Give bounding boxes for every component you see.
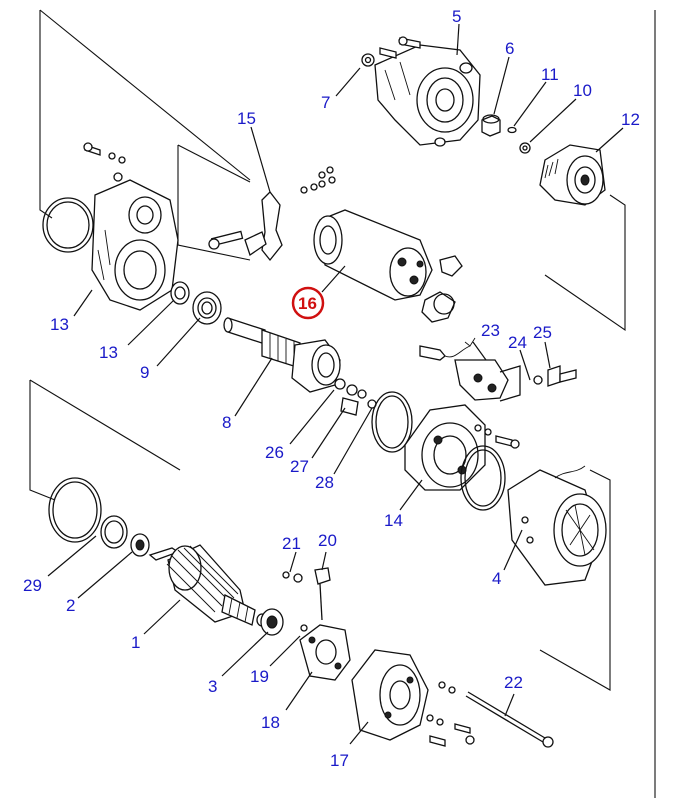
- callout-25: 25: [533, 323, 552, 342]
- callout-13-bushing: 13: [99, 343, 118, 362]
- rear-bearing-part: [260, 608, 284, 636]
- callout-15: 15: [237, 109, 256, 128]
- front-housing-part: [361, 36, 481, 147]
- housing-bushing-part: [170, 281, 190, 305]
- callout-3: 3: [208, 677, 217, 696]
- center-housing-part: [42, 142, 179, 311]
- brush-part: [314, 567, 331, 621]
- bushing-part: [481, 114, 501, 137]
- yoke-part: [460, 445, 607, 586]
- callout-21: 21: [282, 534, 301, 553]
- callout-23: 23: [481, 321, 500, 340]
- callout-10: 10: [573, 81, 592, 100]
- pinion-clutch-part: [539, 144, 606, 206]
- solenoid-part: [313, 209, 463, 323]
- callout-13-housing: 13: [50, 315, 69, 334]
- shift-lever-part: [208, 166, 336, 262]
- through-bolt-part: [465, 691, 554, 748]
- terminal-lead-part: [419, 337, 577, 402]
- callout-26: 26: [265, 443, 284, 462]
- shim-washers-part: [334, 378, 377, 416]
- callout-4: 4: [492, 569, 501, 588]
- callout-9: 9: [140, 363, 149, 382]
- callout-5: 5: [452, 7, 461, 26]
- brush-spring-part: [282, 571, 303, 583]
- o-ring-part: [48, 477, 102, 543]
- small-pin-part: [507, 126, 517, 134]
- armature-part: [148, 544, 268, 627]
- callout-16: 16: [298, 294, 317, 313]
- callout-29: 29: [23, 576, 42, 595]
- callout-1: 1: [131, 633, 140, 652]
- callout-14: 14: [384, 511, 403, 530]
- callout-28: 28: [315, 473, 334, 492]
- callout-24: 24: [508, 333, 527, 352]
- callout-20: 20: [318, 531, 337, 550]
- callout-27: 27: [290, 457, 309, 476]
- callout-6: 6: [505, 39, 514, 58]
- shaft-gear-part: [223, 317, 341, 393]
- guide-lines: [29, 9, 656, 798]
- washer-part: [519, 142, 531, 154]
- callout-7: 7: [321, 93, 330, 112]
- callout-19: 19: [250, 667, 269, 686]
- callout-17: 17: [330, 751, 349, 770]
- end-cover-part: [351, 649, 475, 747]
- bearing-part: [192, 291, 222, 325]
- callout-16-highlighted: 16: [291, 286, 325, 320]
- thrust-washer-part: [100, 515, 128, 549]
- rear-housing-part: [371, 391, 520, 491]
- callout-22: 22: [504, 673, 523, 692]
- callout-18: 18: [261, 713, 280, 732]
- brush-holder-part: [299, 624, 351, 681]
- leader-lines: [47, 23, 624, 745]
- callout-12: 12: [621, 110, 640, 129]
- front-bearing-part: [130, 533, 150, 557]
- callout-2: 2: [66, 596, 75, 615]
- callout-11: 11: [541, 65, 559, 84]
- callout-8: 8: [222, 413, 231, 432]
- callouts: 5 6 7 11 10 12 15 16 13 13 9 8 23 24 25 …: [23, 7, 640, 770]
